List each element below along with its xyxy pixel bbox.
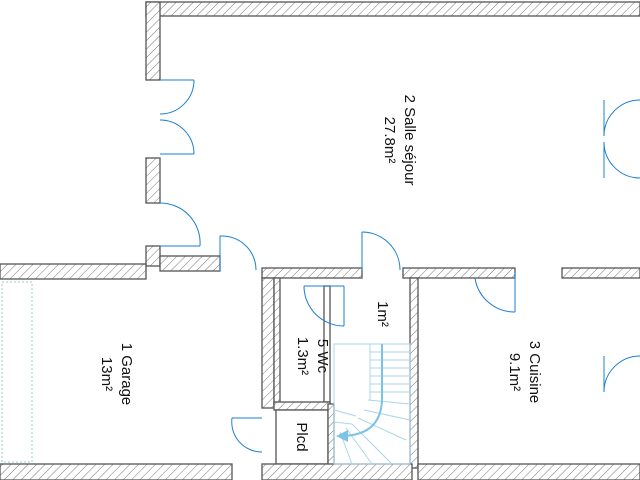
wall-garage-top xyxy=(0,264,146,279)
wall-wc-bottom xyxy=(274,402,330,410)
stair-arrow-line xyxy=(343,344,383,437)
wall-mid-1 xyxy=(160,256,220,271)
wall-cuisine-left xyxy=(410,278,418,468)
room-name: 2 Salle séjour xyxy=(401,95,418,186)
room-label-wc: 5 Wc 1.3m² xyxy=(294,337,331,375)
room-label-garage: 1 Garage 13m² xyxy=(98,343,135,406)
wall-left-1 xyxy=(146,2,160,80)
wall-mid-2 xyxy=(262,268,362,278)
room-area: 27.8m² xyxy=(381,117,398,164)
wall-bottom-1 xyxy=(0,464,232,480)
wall-wc-left xyxy=(274,278,280,404)
wall-left-2 xyxy=(146,158,160,203)
window-right-upper xyxy=(603,99,640,179)
room-area: 9.1m² xyxy=(506,353,523,391)
window-left-upper xyxy=(159,79,195,155)
wall-bottom-3 xyxy=(418,464,640,480)
room-area: 13m² xyxy=(98,357,115,391)
wall-mid-3 xyxy=(403,268,515,278)
door-cuisine xyxy=(474,272,516,313)
window-left-lower xyxy=(159,202,201,247)
room-name: Plcd xyxy=(293,422,310,451)
wall-placard-right xyxy=(328,404,334,466)
wall-bottom-2 xyxy=(262,464,412,480)
door-wc xyxy=(303,285,345,327)
window-right-lower xyxy=(603,355,640,393)
door-garage xyxy=(231,417,263,453)
room-area: 1.3m² xyxy=(294,337,311,375)
room-label-hall: 1m² xyxy=(374,301,391,327)
room-label-placard: Plcd xyxy=(293,422,310,451)
stair-arrow-icon xyxy=(336,430,348,442)
wall-mid-4 xyxy=(562,268,640,278)
garage-door-panel xyxy=(1,281,33,463)
room-name: 1 Garage xyxy=(118,343,135,406)
room-labels: 2 Salle séjour 27.8m² 1 Garage 13m² 5 Wc… xyxy=(98,95,543,452)
wall-top xyxy=(146,2,640,16)
room-label-salle-sejour: 2 Salle séjour 27.8m² xyxy=(381,95,418,186)
door-hall-top xyxy=(361,231,401,271)
room-label-cuisine: 3 Cuisine 9.1m² xyxy=(506,341,543,404)
room-area: 1m² xyxy=(374,301,391,327)
wall-garage-right xyxy=(262,278,274,408)
staircase xyxy=(333,343,411,465)
wall-left-3 xyxy=(146,246,160,266)
room-name: 5 Wc xyxy=(314,339,331,374)
doors xyxy=(159,79,640,453)
door-salon-hall xyxy=(219,235,257,271)
room-name: 3 Cuisine xyxy=(526,341,543,404)
